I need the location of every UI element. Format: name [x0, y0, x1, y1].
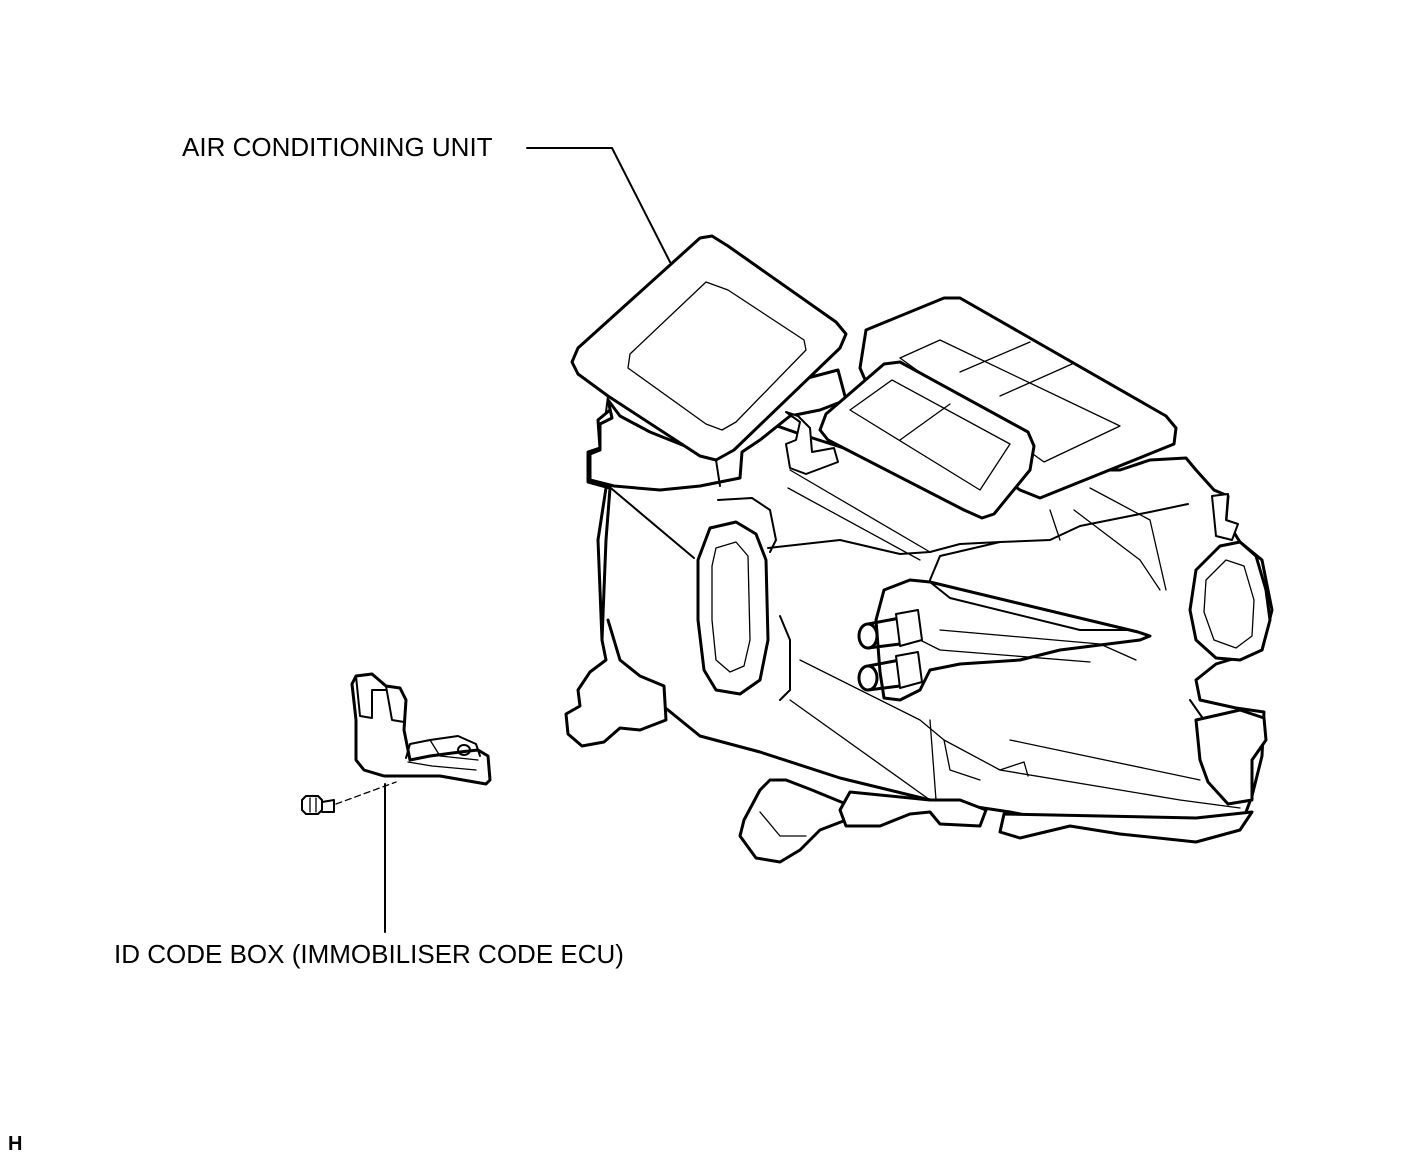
ac-right-tab [1212, 494, 1238, 540]
air-conditioning-unit-label: AIR CONDITIONING UNIT [182, 134, 493, 160]
id-code-box-label: ID CODE BOX (IMMOBILISER CODE ECU) [114, 941, 624, 967]
ac-left-oval-duct [698, 522, 768, 694]
screw-icon [302, 796, 334, 814]
ac-leader-line [527, 148, 670, 262]
screw-install-path [336, 782, 396, 804]
id-code-box-drawing [352, 674, 490, 784]
ac-bottom-foot-left [740, 780, 846, 862]
figure-code: H [8, 1134, 22, 1154]
ac-bottom-foot-right [1000, 812, 1252, 842]
air-conditioning-unit-drawing [566, 236, 1272, 862]
